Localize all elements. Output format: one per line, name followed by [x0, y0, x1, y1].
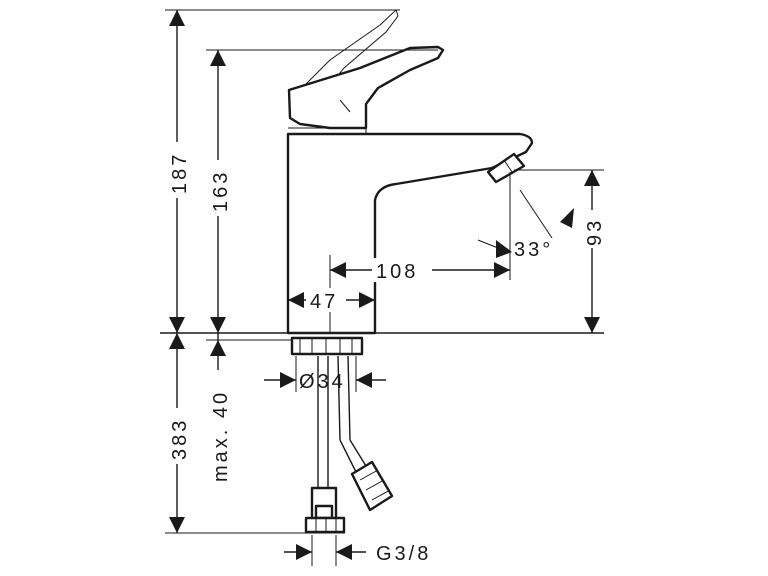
dimension-shank-diameter: Ø34 [264, 356, 386, 393]
faucet-body [286, 127, 534, 335]
dimension-spout-height: 163 [205, 49, 438, 333]
aerator [486, 152, 526, 184]
dimension-connection-thread: G3/8 [284, 535, 431, 566]
dimension-below-deck: 383 [164, 333, 345, 534]
dim-label-93: 93 [584, 218, 606, 246]
dim-label-33-degrees: 33° [514, 239, 553, 261]
dim-label-163: 163 [210, 170, 232, 212]
dim-label-187: 187 [169, 152, 191, 194]
dimension-spout-reach: 108 [329, 172, 511, 333]
dim-label-diameter-34: Ø34 [299, 371, 346, 393]
dim-label-108: 108 [376, 261, 418, 283]
dimension-total-height: 187 [164, 9, 400, 333]
dimension-outlet-height: 93 [514, 169, 606, 333]
supply-hose-angled [337, 355, 394, 512]
faucet-lever [287, 45, 445, 130]
dimension-base-width: 47 [288, 288, 375, 313]
dim-label-max-40: max. 40 [210, 390, 232, 482]
dim-label-g3-8: G3/8 [376, 543, 431, 565]
dim-label-47: 47 [310, 291, 338, 313]
dimension-outlet-angle: 33° [477, 189, 574, 261]
mounting-nut [290, 336, 364, 356]
dim-label-383: 383 [169, 418, 191, 460]
supply-hose-straight [304, 356, 346, 534]
dimension-max-deck: max. 40 [206, 333, 292, 482]
